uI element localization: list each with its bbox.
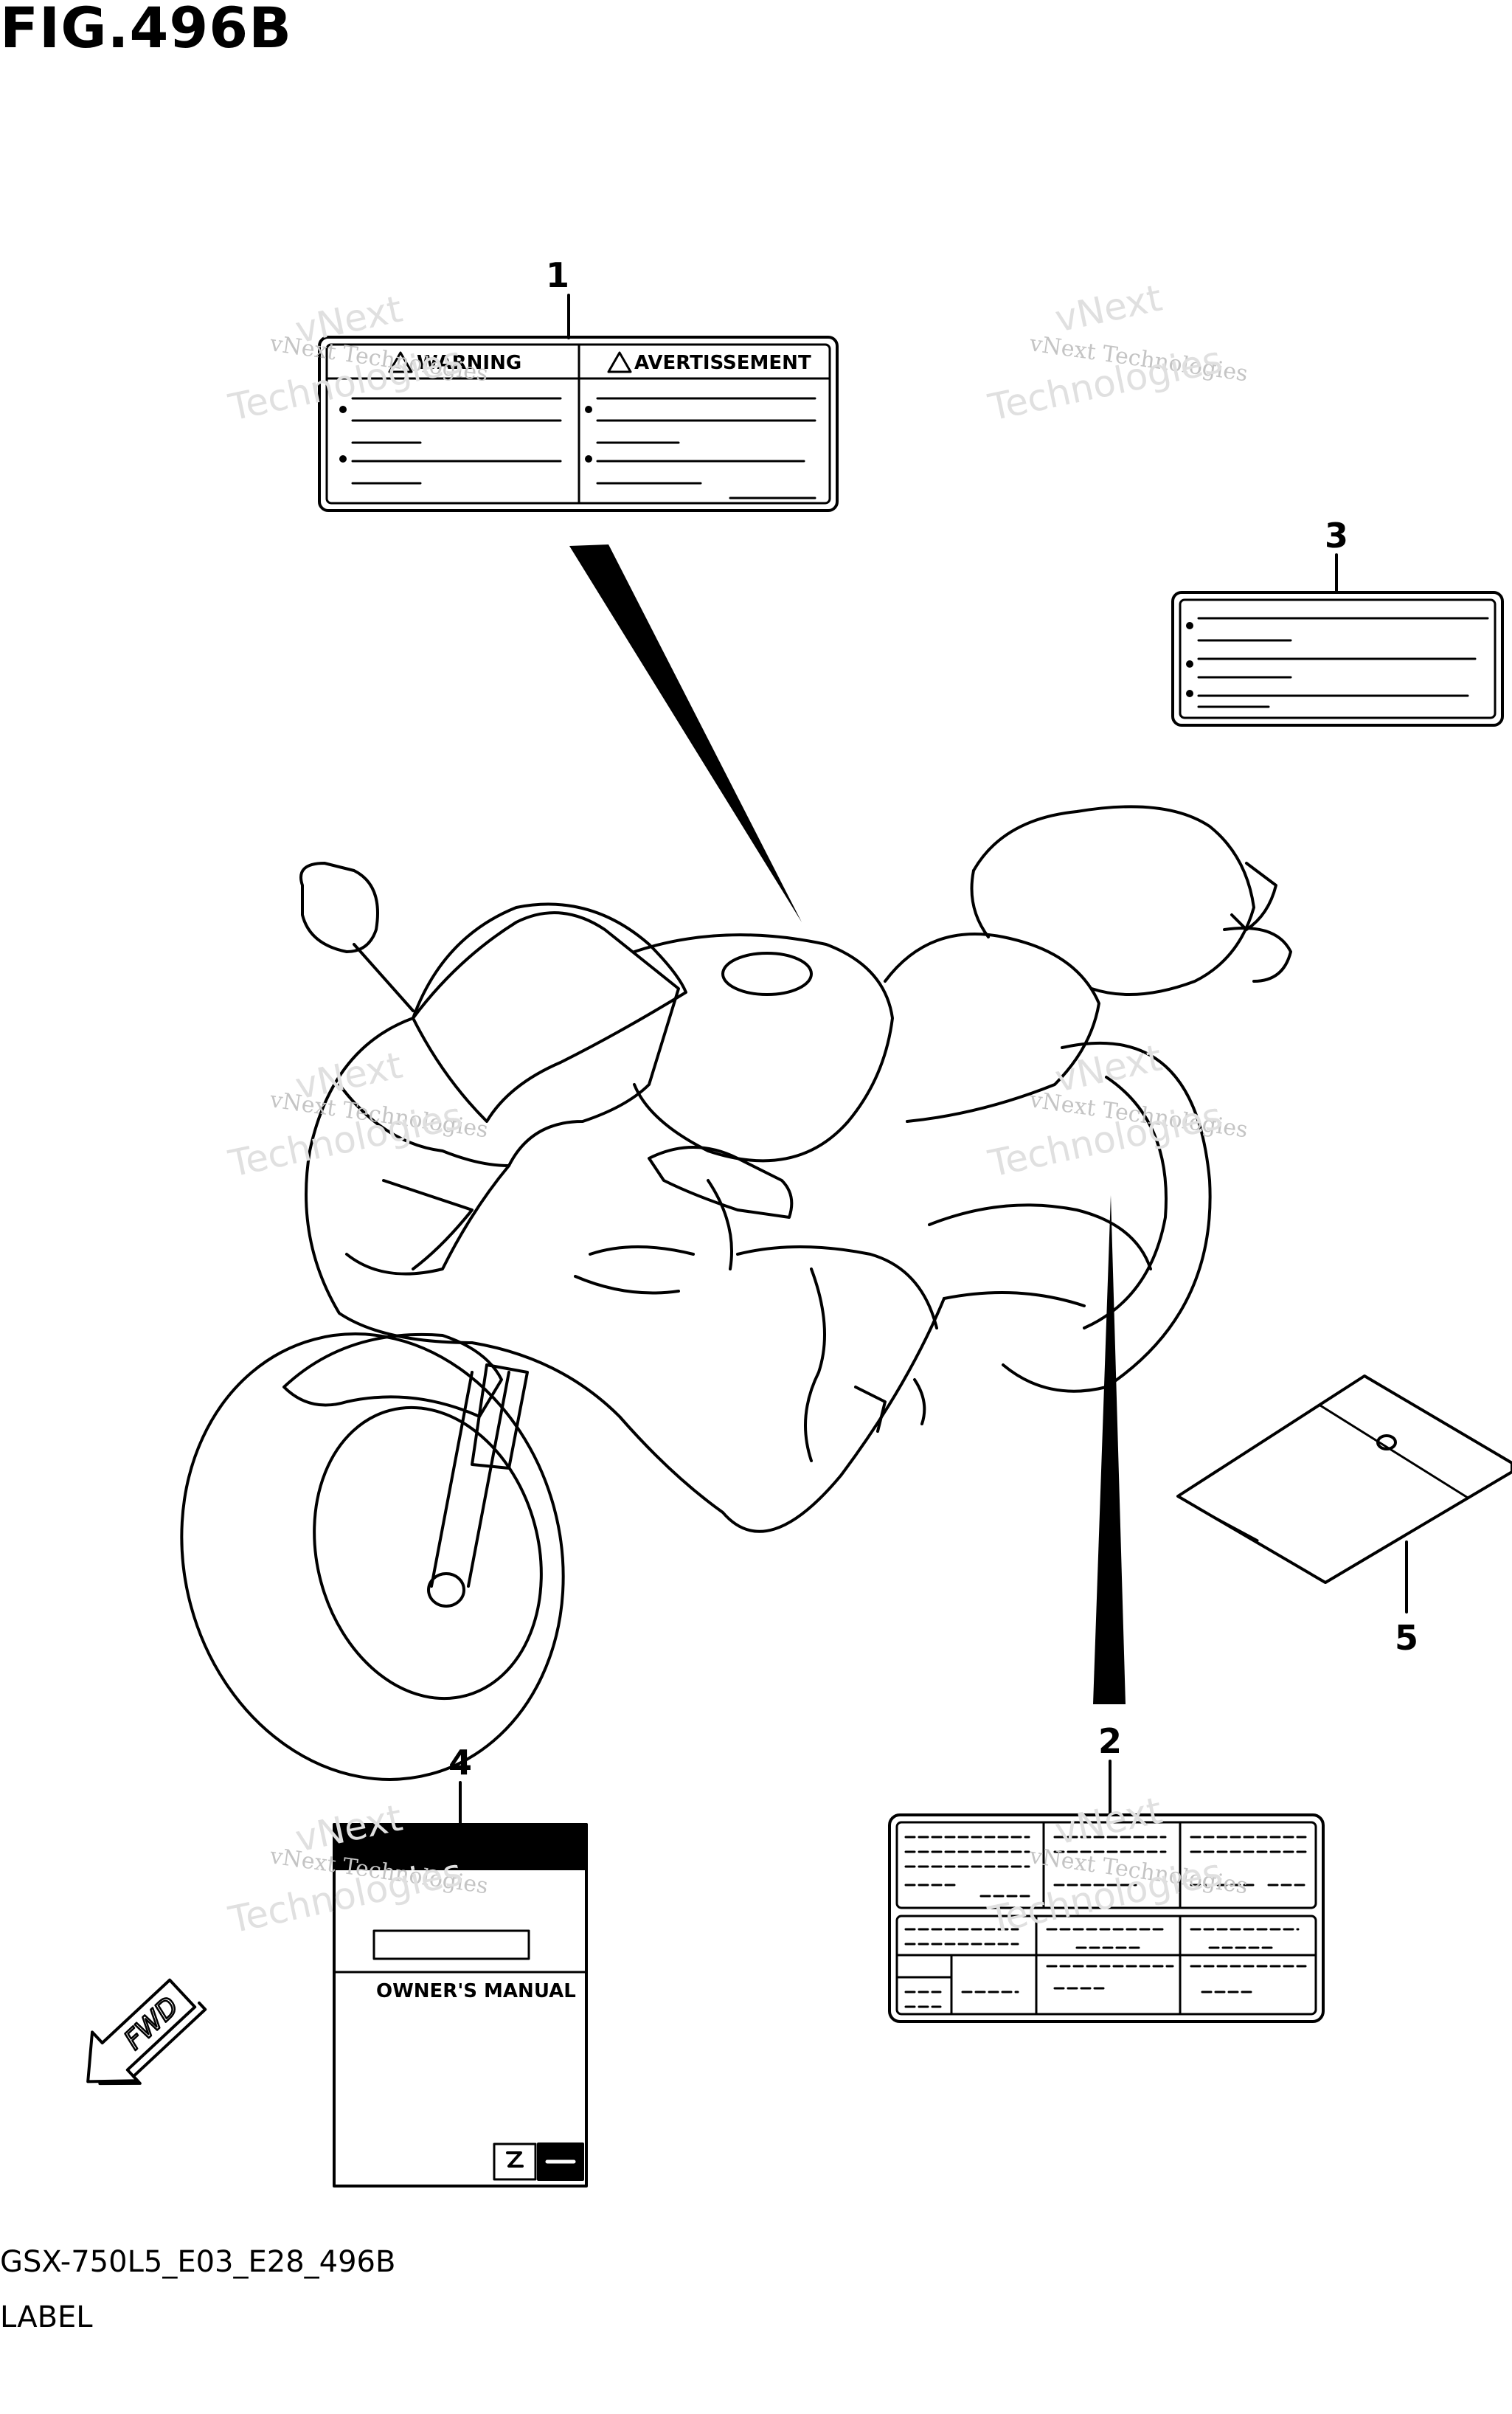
svg-text:vNext: vNext [1051,1789,1165,1853]
label-1-warning [318,336,839,512]
callout-number-3: 3 [1325,516,1348,556]
label-3 [1171,591,1504,727]
figure-title: FIG.496B [0,0,293,60]
owners-manual-title: OWNER'S MANUAL [376,1980,576,2002]
warning-heading: WARNING [417,352,521,374]
callout-number-4: 4 [448,1743,472,1782]
fwd-arrow: FWD [86,1978,207,2086]
label-5-sheet [1176,1374,1512,1584]
callout-number-1: 1 [546,255,569,295]
figure-code: GSX-750L5_E03_E28_496B [0,2245,396,2279]
callout-number-2: 2 [1098,1721,1122,1761]
leader-line-2 [1093,1195,1126,1704]
label-4-owners-manual [333,1823,588,2188]
figure-subtitle: LABEL [0,2300,93,2334]
leader-line-1 [569,544,802,922]
avertissement-heading: AVERTISSEMENT [634,352,811,374]
motorcycle-illustration [180,805,1292,1781]
callout-number-5: 5 [1395,1618,1418,1658]
svg-text:vNext: vNext [1051,277,1165,341]
label-2-info [888,1813,1325,2023]
